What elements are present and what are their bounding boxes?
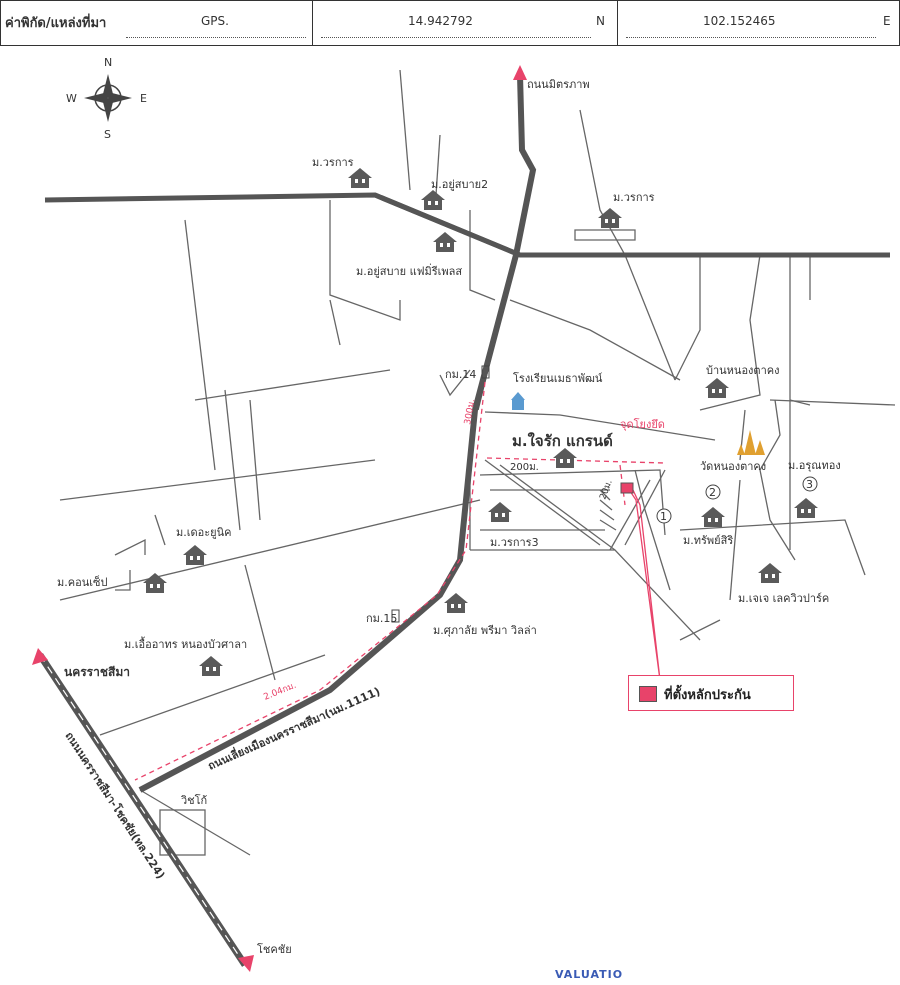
longitude-value: 102.152465 [703,14,776,28]
village-supalai: ม.ศุภาลัย พรีมา วิลล่า [433,624,537,637]
legend-swatch [639,686,657,702]
coordinate-header: ค่าพิกัด/แหล่งที่มา GPS. 14.942792 N 102… [0,0,900,46]
compass-s: S [104,128,111,141]
collateral-pointer [627,487,661,685]
marker-2: 2 [709,486,716,499]
latitude-value: 14.942792 [408,14,473,28]
km14-label: กม.14 [445,368,476,381]
dist-20: 20ม. [598,479,614,501]
north-road-arrow [513,65,527,80]
village-jairak: ม.ใจรัก แกรนด์ [512,432,613,450]
compass-w: W [66,92,77,105]
coord-label: ค่าพิกัด/แหล่งที่มา [5,16,107,31]
source-value: GPS. [201,14,229,28]
chokchai-label: โชคชัย [257,942,292,956]
temple-label: วัดหนองตาคง [700,460,766,473]
village-ban-label: บ้านหนองตาคง [706,364,779,377]
friendship-road-label: ถนนมิตรภาพ [527,78,590,91]
vichai-label: วิชโก้ [180,793,207,807]
house-icon [444,593,468,613]
village-arunthong: ม.อรุณทอง [788,459,841,472]
school-icon [511,392,525,410]
house-icon [183,545,207,565]
village-sabsiri: ม.ทรัพย์สิริ [683,534,733,547]
source-cell: ค่าพิกัด/แหล่งที่มา GPS. [1,1,313,45]
village-euaarthorn: ม.เอื้ออาทร หนองบัวศาลา [124,636,247,651]
marker-3: 3 [806,478,813,491]
korat-arrow [32,648,48,665]
village-condo: ม.คอนเซ็ป [57,575,107,589]
dist-200: 200ม. [510,462,539,473]
dist-300: 300ม. [463,398,477,425]
main-roads [37,74,890,967]
latitude-cell: 14.942792 N [313,1,618,45]
bypass-road-label: ถนนเลี่ยงเมืองนครราชสีมา(นม.1111) [205,683,382,773]
km15-post-icon [391,609,400,623]
dist-204: 2.04กม. [262,681,298,703]
valuation-stamp: VALUATIO [555,968,624,981]
checkpoint-label: จุดโยงยึด [620,417,665,431]
km15-label: กม.15 [366,612,397,625]
house-icon [794,498,818,518]
village-worakan3: ม.วรการ3 [490,536,539,549]
house-icon [421,190,445,210]
house-icon [758,563,782,583]
house-icon [553,448,577,468]
house-icon [705,378,729,398]
chokchai-arrow [238,955,254,972]
legend-box: ที่ตั้งหลักประกัน [628,675,794,711]
school-label: โรงเรียนเมธาพัฒน์ [513,371,603,385]
house-icon [701,507,725,527]
km14-post-icon [481,365,490,379]
house-icon [199,656,223,676]
marker-1: 1 [660,510,667,523]
village-unique: ม.เดอะยูนิค [176,526,232,539]
house-icon [348,168,372,188]
compass-e: E [140,92,147,105]
village-jj: ม.เจเจ เลควิวปาร์ค [738,592,829,605]
longitude-cell: 102.152465 E [618,1,899,45]
highway-224-label: ถนนนครราชสีมา-โชคชัย(ทล.224) [62,729,168,881]
temple-icon [737,430,765,455]
village-worakan2: ม.วรการ [613,191,655,204]
location-map: N S W E 1 2 3 [32,56,896,972]
house-icon [433,232,457,252]
numbered-markers: 1 2 3 [656,476,818,524]
compass-rose-icon: N S W E [66,56,147,141]
village-worakan1: ม.วรการ [312,156,354,169]
compass-n: N [104,56,112,69]
korat-label: นครราชสีมา [64,665,130,679]
village-yusabai-family: ม.อยู่สบาย แฟมิ่รีเพลส [356,263,462,278]
latitude-unit: N [596,14,605,28]
house-icon [598,208,622,228]
collateral-site [620,482,634,494]
legend-label: ที่ตั้งหลักประกัน [664,688,751,703]
village-yusabai2: ม.อยู่สบาย2 [431,178,488,191]
house-icon [488,502,512,522]
longitude-unit: E [883,14,891,28]
